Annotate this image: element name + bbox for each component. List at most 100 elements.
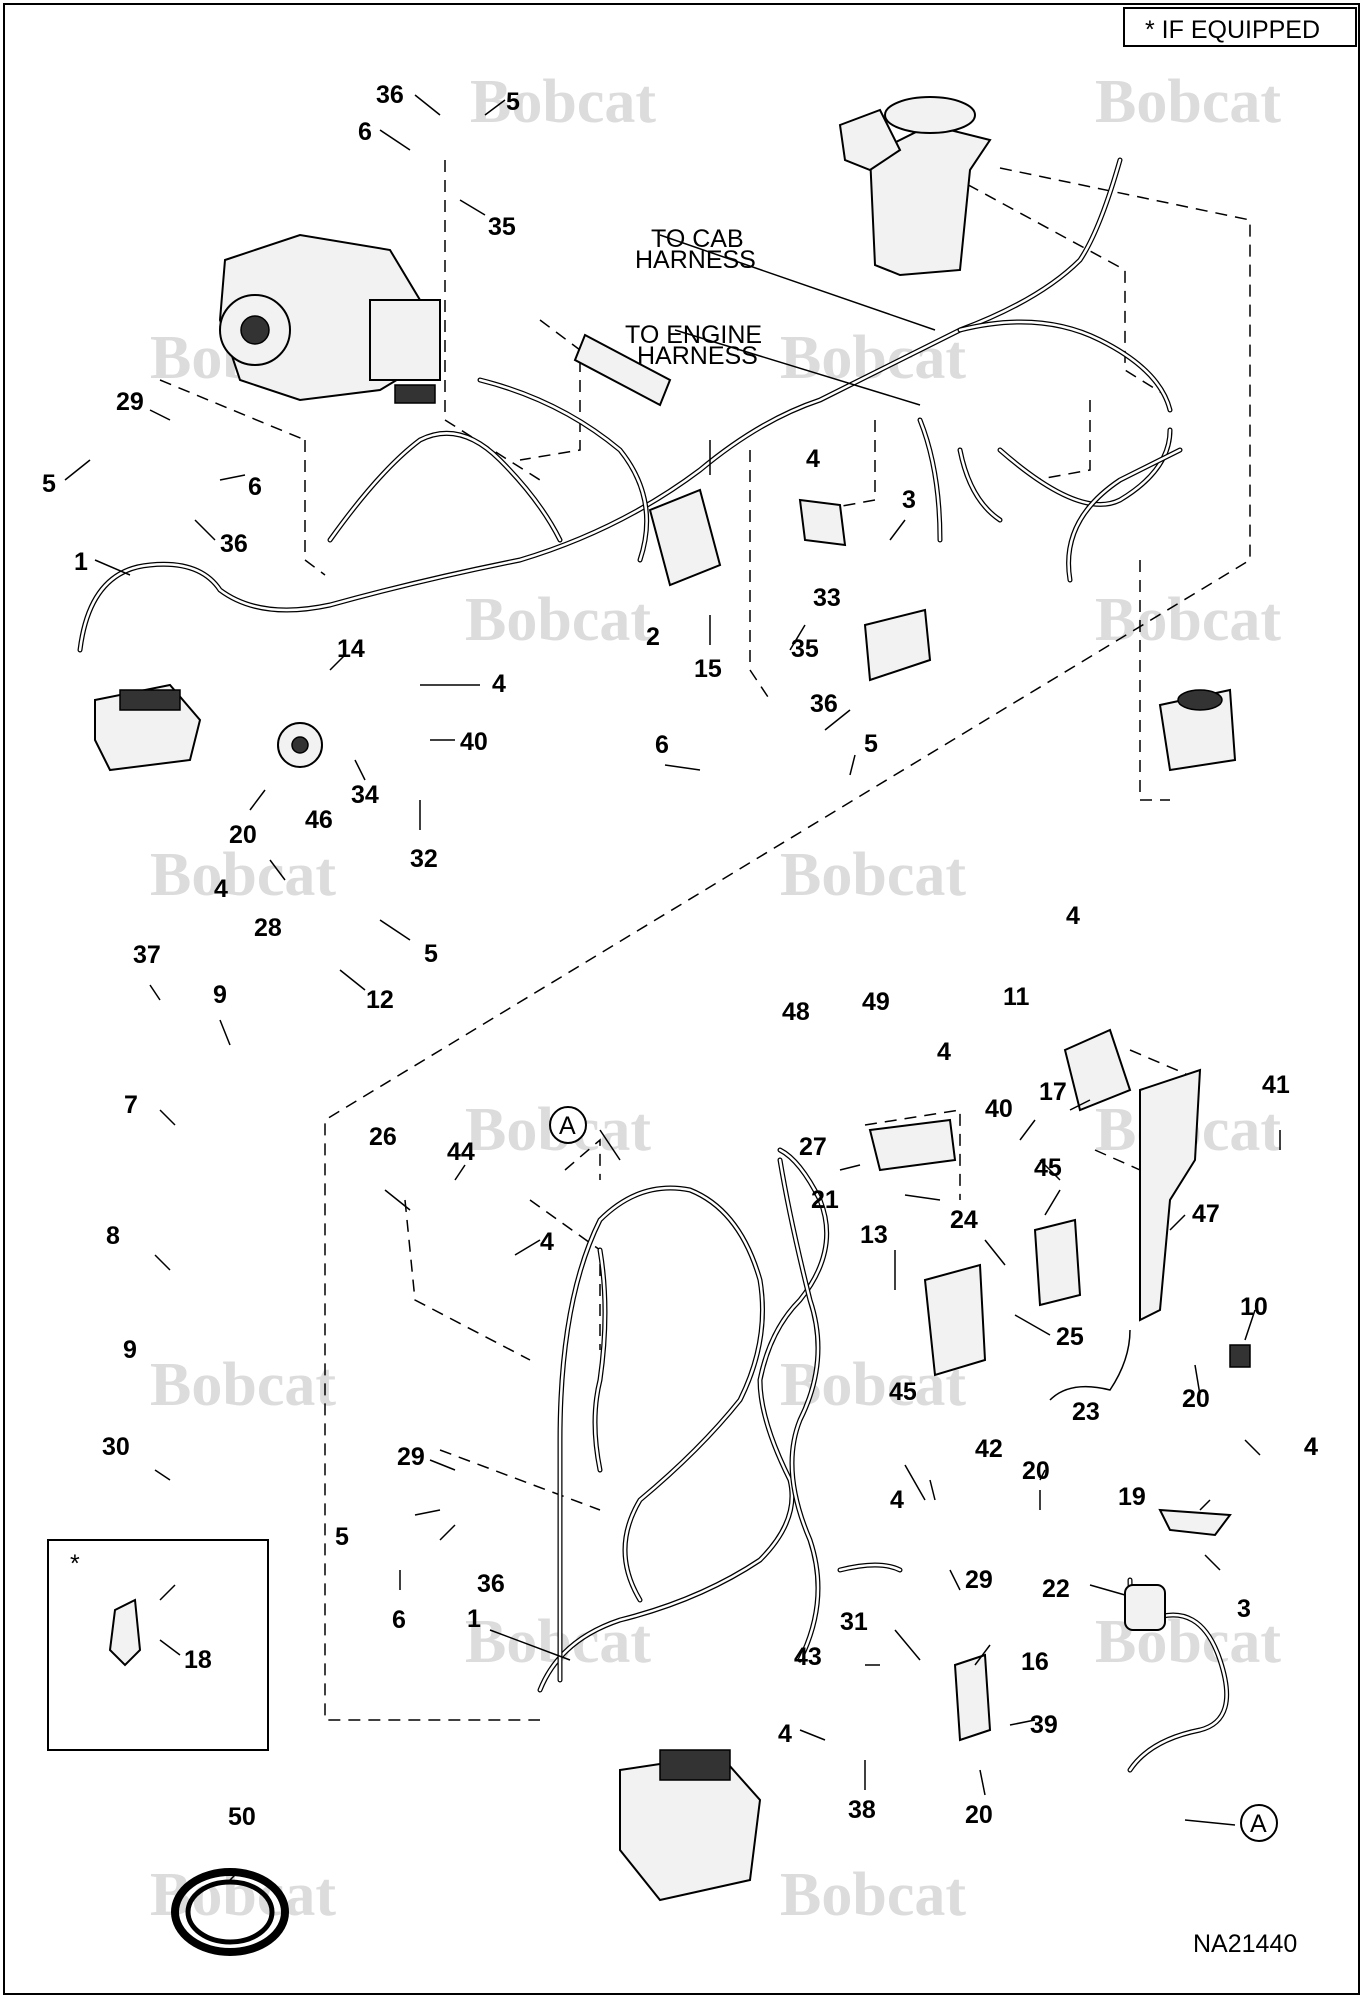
callout-29: 29 [965,1566,993,1594]
callout-36: 36 [220,530,248,558]
callout-23: 23 [1072,1398,1100,1426]
controller-45 [923,1218,1082,1377]
callout-1: 1 [467,1605,481,1633]
figure-id: NA21440 [1193,1930,1297,1958]
callout-22: 22 [1042,1575,1070,1603]
watermark: Bobcat [780,841,966,909]
callout-27: 27 [799,1133,827,1161]
callout-40: 40 [985,1095,1013,1123]
callout-4: 4 [778,1720,792,1748]
watermark: Bobcat [1095,68,1281,136]
watermark: Bobcat [470,68,656,136]
callout-49: 49 [862,988,890,1016]
dashed-outlines [159,160,1251,1721]
callout-37: 37 [133,941,161,969]
callout-25: 25 [1056,1323,1084,1351]
to-cab-label-1: TO CAB [651,225,744,253]
callout-8: 8 [106,1222,120,1250]
inset-star: * [70,1550,80,1578]
watermark: Bobcat [150,841,336,909]
callout-42: 42 [975,1435,1003,1463]
note-box [1123,7,1357,47]
ecu-11 [1063,1028,1132,1112]
callout-35: 35 [791,635,819,663]
callouts: 36 5 6 35 29 5 6 36 1 14 4 40 46 34 20 3… [42,81,1318,1831]
callout-20: 20 [229,821,257,849]
inset-lever [159,1584,176,1601]
mount-bracket-47 [1139,1068,1251,1368]
callout-29: 29 [116,388,144,416]
engine-relay [573,333,672,407]
callout-6: 6 [248,473,262,501]
to-cab-label-2: HARNESS [635,246,756,274]
callout-5: 5 [42,470,56,498]
callout-48: 48 [782,998,810,1026]
bracket-27 [868,1118,957,1172]
callout-39: 39 [1030,1711,1058,1739]
watermark: Bobcat [1095,586,1281,654]
callout-3: 3 [1237,1595,1251,1623]
callout-33: 33 [813,584,841,612]
ref-circle-a-top [549,1106,587,1144]
callout-50: 50 [228,1803,256,1831]
callout-24: 24 [950,1206,978,1234]
controller-module-2 [648,488,722,587]
callout-20: 20 [965,1801,993,1829]
callout-1: 1 [74,548,88,576]
sheet-border [3,3,1360,1995]
callout-21: 21 [811,1186,839,1214]
callout-40: 40 [460,728,488,756]
callout-41: 41 [1262,1071,1290,1099]
callout-44: 44 [447,1138,475,1166]
callout-13: 13 [860,1221,888,1249]
callout-45: 45 [889,1378,917,1406]
callout-2: 2 [646,623,660,651]
hose-50 [171,1868,289,1956]
inset-part [108,1598,142,1667]
callout-4: 4 [1304,1433,1318,1461]
callout-5: 5 [335,1523,349,1551]
callout-16: 16 [1021,1648,1049,1676]
callout-36: 36 [810,690,838,718]
callout-43: 43 [794,1643,822,1671]
callout-6: 6 [392,1606,406,1634]
callout-28: 28 [254,914,282,942]
callout-18: 18 [184,1646,212,1674]
callout-29: 29 [397,1443,425,1471]
callout-36: 36 [477,1570,505,1598]
to-engine-label-2: HARNESS [637,342,758,370]
upper-harness [77,157,1183,653]
harness-labels: TO CAB HARNESS TO ENGINE HARNESS [625,225,762,370]
callout-20: 20 [1182,1385,1210,1413]
watermark: Bobcat [780,1861,966,1929]
callout-6: 6 [655,731,669,759]
callout-6: 6 [358,118,372,146]
callout-9: 9 [123,1336,137,1364]
callout-10: 10 [1240,1293,1268,1321]
callout-4: 4 [540,1228,554,1256]
callout-14: 14 [337,635,365,663]
callout-4: 4 [492,670,506,698]
hydraulic-filter [838,96,992,277]
valve-block-right [863,608,932,682]
callout-4: 4 [806,445,820,473]
if-equipped-note: * IF EQUIPPED [1145,16,1320,44]
bracket-19 [1158,1508,1232,1537]
hydraulic-pump [218,233,441,404]
callout-7: 7 [124,1091,138,1119]
callout-26: 26 [369,1123,397,1151]
callout-5: 5 [424,940,438,968]
valve-block-upper [94,683,202,772]
callout-4: 4 [1304,1433,1318,1461]
callout-31: 31 [840,1608,868,1636]
bracket-16 [953,1653,992,1742]
valve-block-lower [619,1749,762,1902]
callout-4: 4 [937,1038,951,1066]
sensor-bracket-33 [798,498,847,547]
callout-30: 30 [102,1433,130,1461]
callout-11: 11 [1003,983,1030,1011]
callout-15: 15 [694,655,722,683]
watermark: Bobcat [150,1351,336,1419]
callout-35: 35 [488,213,516,241]
